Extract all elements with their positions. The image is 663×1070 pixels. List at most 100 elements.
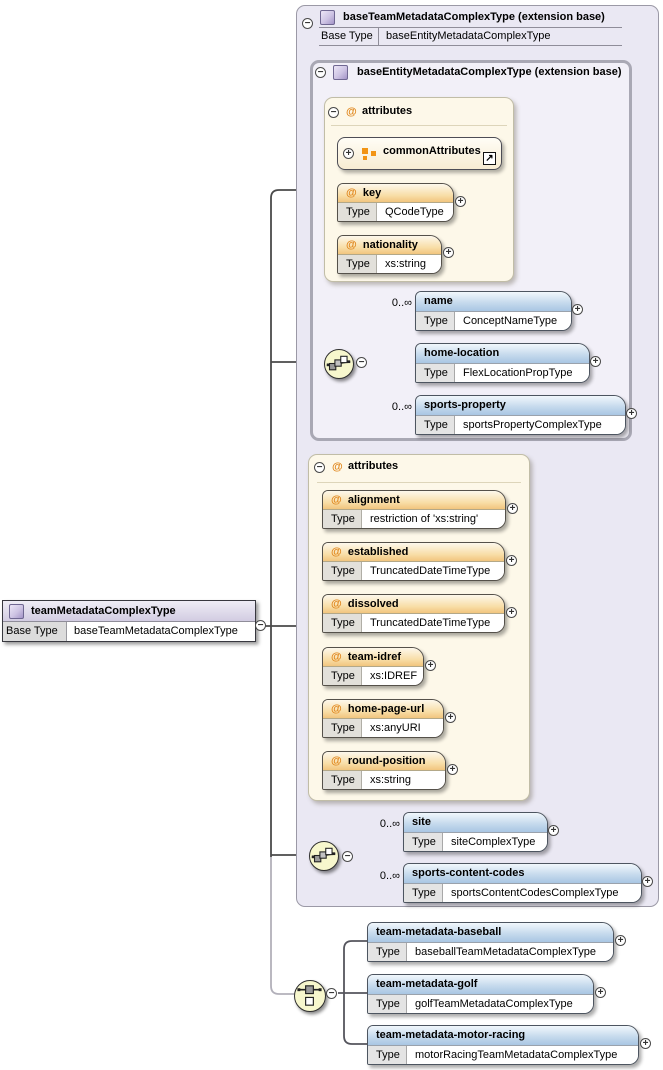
team-metadata-complextype-box[interactable]: teamMetadataComplexType Base Type baseTe… xyxy=(2,600,256,642)
collapse-button-root[interactable]: − xyxy=(255,620,266,631)
complextype-icon xyxy=(9,604,24,619)
panel-title: baseTeamMetadataComplexType (extension b… xyxy=(343,11,605,23)
type-label: Type xyxy=(368,943,407,961)
expand-button-team-metadata-baseball[interactable]: + xyxy=(615,935,626,946)
type-value: sportsContentCodesComplexType xyxy=(443,884,641,902)
collapse-button-choice[interactable]: − xyxy=(326,988,337,999)
expand-button-key[interactable]: + xyxy=(455,196,466,207)
attribute-name: round-position xyxy=(347,755,426,767)
common-attributes-ref[interactable]: + commonAttributes ↗ xyxy=(337,137,502,170)
attribute-at-icon: @ xyxy=(346,106,357,118)
type-value: restriction of 'xs:string' xyxy=(362,510,505,528)
expand-button-established[interactable]: + xyxy=(506,555,517,566)
base-type-value: baseEntityMetadataComplexType xyxy=(378,28,622,45)
collapse-button-sequence[interactable]: − xyxy=(342,851,353,862)
type-value: TruncatedDateTimeType xyxy=(362,562,504,580)
expand-button-round-position[interactable]: + xyxy=(447,764,458,775)
complextype-icon xyxy=(333,65,348,80)
attribute-at-icon: @ xyxy=(331,703,342,715)
expand-button-home-page-url[interactable]: + xyxy=(445,712,456,723)
expand-button-sports-property[interactable]: + xyxy=(626,408,637,419)
collapse-button-entity-attributes[interactable]: − xyxy=(328,107,339,118)
divider xyxy=(317,482,521,483)
complextype-icon xyxy=(320,10,335,25)
type-label: Type xyxy=(323,510,362,528)
attribute-name: alignment xyxy=(347,494,400,506)
element-name-label: sports-property xyxy=(416,396,625,415)
collapse-button-base-team[interactable]: − xyxy=(302,18,313,29)
type-label: Type xyxy=(416,364,455,382)
occurs-label: 0..∞ xyxy=(391,401,412,413)
attribute-name: nationality xyxy=(362,239,418,251)
attribute-group-icon xyxy=(362,148,376,160)
attribute-name: key xyxy=(362,187,382,199)
expand-button-dissolved[interactable]: + xyxy=(506,607,517,618)
attributes-group-label: attributes xyxy=(348,460,399,472)
attribute-name: home-page-url xyxy=(347,703,425,715)
type-value: QCodeType xyxy=(377,203,453,221)
type-value: siteComplexType xyxy=(443,833,547,851)
type-label: Type xyxy=(323,614,362,632)
attribute-name: team-idref xyxy=(347,651,402,663)
attribute-at-icon: @ xyxy=(331,494,342,506)
element-name-label: team-metadata-motor-racing xyxy=(368,1026,638,1045)
type-value: FlexLocationPropType xyxy=(455,364,589,382)
common-attributes-label: commonAttributes xyxy=(383,145,481,157)
attribute-name: established xyxy=(347,546,409,558)
type-label: Type xyxy=(323,562,362,580)
base-type-label: Base Type xyxy=(3,622,67,641)
expand-button-team-metadata-golf[interactable]: + xyxy=(595,987,606,998)
expand-button-alignment[interactable]: + xyxy=(507,503,518,514)
expand-button-site[interactable]: + xyxy=(548,825,559,836)
type-label: Type xyxy=(368,1046,407,1064)
collapse-button-sequence[interactable]: − xyxy=(356,357,367,368)
expand-button-sports-content-codes[interactable]: + xyxy=(642,876,653,887)
type-value: xs:string xyxy=(362,771,445,789)
goto-definition-icon[interactable]: ↗ xyxy=(483,152,496,165)
element-name-label: name xyxy=(416,292,571,311)
type-value: motorRacingTeamMetadataComplexType xyxy=(407,1046,638,1064)
attribute-name: dissolved xyxy=(347,598,399,610)
sequence-icon[interactable] xyxy=(324,349,354,379)
type-label: Type xyxy=(368,995,407,1013)
occurs-label: 0..∞ xyxy=(379,870,400,882)
expand-button-team-idref[interactable]: + xyxy=(425,660,436,671)
choice-icon[interactable] xyxy=(294,980,326,1012)
expand-button-common-attributes[interactable]: + xyxy=(343,148,354,159)
expand-button-name[interactable]: + xyxy=(572,304,583,315)
expand-button-team-metadata-motor-racing[interactable]: + xyxy=(640,1038,651,1049)
type-label: Type xyxy=(338,255,377,273)
expand-button-home-location[interactable]: + xyxy=(590,356,601,367)
attribute-at-icon: @ xyxy=(331,651,342,663)
base-type-row: Base Type baseEntityMetadataComplexType xyxy=(319,27,622,46)
attributes-group-label: attributes xyxy=(362,105,413,117)
collapse-button-base-entity[interactable]: − xyxy=(315,67,326,78)
attribute-at-icon: @ xyxy=(346,187,357,199)
type-value: xs:IDREF xyxy=(362,667,423,685)
expand-button-nationality[interactable]: + xyxy=(443,247,454,258)
element-name-label: home-location xyxy=(416,344,589,363)
type-label: Type xyxy=(338,203,377,221)
attribute-at-icon: @ xyxy=(331,598,342,610)
type-value: xs:string xyxy=(377,255,441,273)
base-type-label: Base Type xyxy=(321,30,373,42)
attribute-at-icon: @ xyxy=(332,461,343,473)
collapse-button-team-attributes[interactable]: − xyxy=(314,462,325,473)
sequence-icon[interactable] xyxy=(309,841,339,871)
